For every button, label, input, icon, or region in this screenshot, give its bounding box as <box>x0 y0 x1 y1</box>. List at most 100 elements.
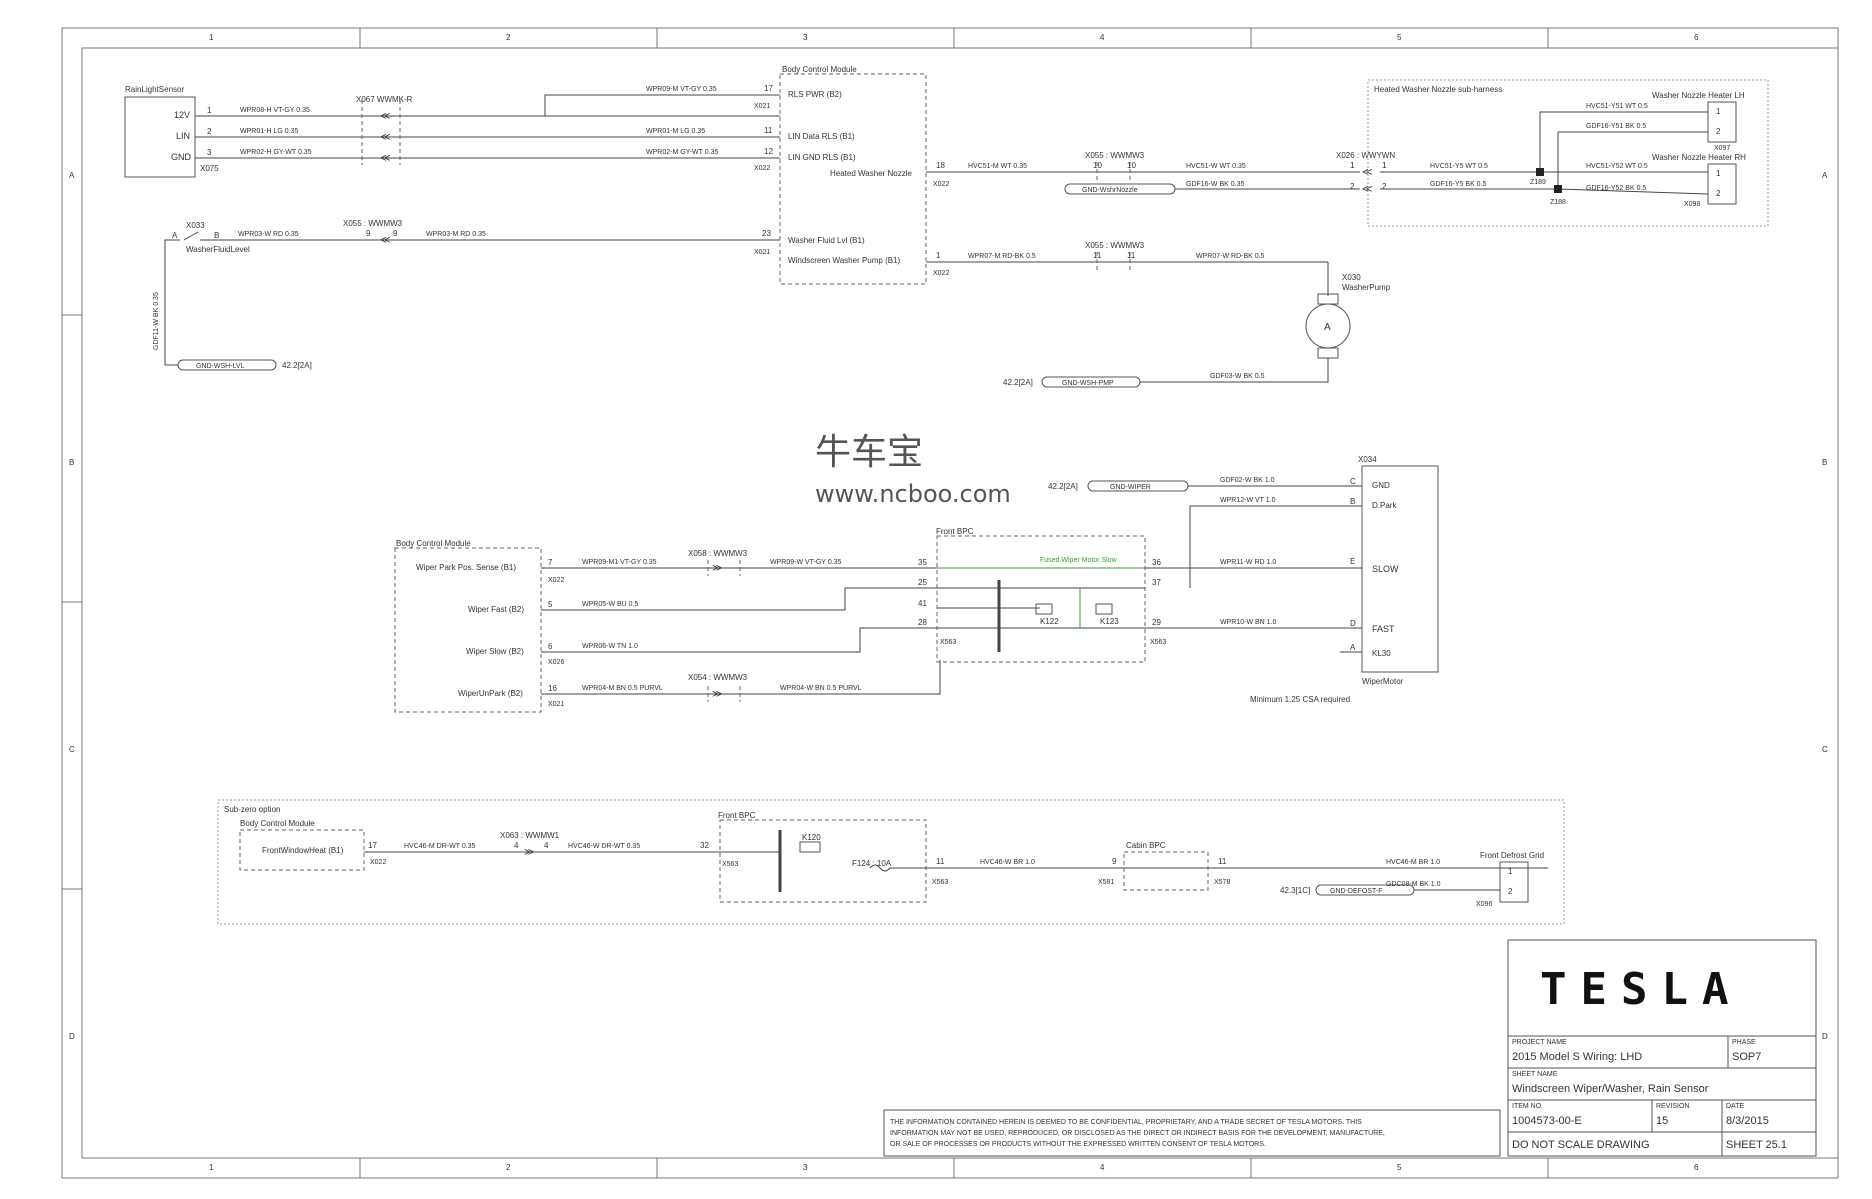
bcm-line: Wiper Park Pos. Sense (B1) <box>416 563 516 572</box>
x067-label: X067 WWMK-R <box>356 95 413 104</box>
pin-num: 4 <box>544 841 549 850</box>
pin-letter: E <box>1350 557 1355 566</box>
bcm-line: FrontWindowHeat (B1) <box>262 846 344 855</box>
pin-num: 1 <box>207 106 212 115</box>
connector-mark: ≪ <box>380 111 390 122</box>
row-label: C <box>69 745 75 754</box>
pin-num: 1 <box>936 251 941 260</box>
col-label: 5 <box>1397 1163 1402 1172</box>
watermark-url: www.ncboo.com <box>815 480 1011 508</box>
bcm-module-top: Body Control Module RLS PWR (B2) LIN Dat… <box>754 65 949 285</box>
wire-label: GDF16-Y52 BK 0.5 <box>1586 185 1646 192</box>
wire-label: GDF03-W BK 0.5 <box>1210 373 1265 380</box>
pin-letter: D <box>1350 619 1356 628</box>
sub-zero-option: Sub-zero option Body Control Module Fron… <box>217 799 1565 925</box>
field-label: PHASE <box>1732 1039 1756 1046</box>
pin-num: 1 <box>1716 107 1721 116</box>
row-label: D <box>69 1032 75 1041</box>
pin-num: 41 <box>918 599 927 608</box>
pin-num: 10 <box>1093 161 1102 170</box>
ground-label: GND-DEFOST-F <box>1330 888 1383 895</box>
subzero-title: Sub-zero option <box>224 805 280 814</box>
col-label: 6 <box>1694 1163 1699 1172</box>
wire-label: HVC46-W DR-WT 0.35 <box>568 843 640 850</box>
heated-washer-subharness: Heated Washer Nozzle sub-harness Washer … <box>1367 79 1769 227</box>
bcm-line: Wiper Fast (B2) <box>468 605 524 614</box>
pin-num: 23 <box>762 229 771 238</box>
wire-label: WPR09-M1 VT-GY 0.35 <box>582 559 657 566</box>
pin-num: 28 <box>918 618 927 627</box>
item-no: 1004573-00-E <box>1512 1115 1582 1127</box>
wire-label: HVC51-Y51 WT 0.5 <box>1586 103 1648 110</box>
heater-lh-label: Washer Nozzle Heater LH <box>1652 91 1745 100</box>
wire-label: GDC08-M BK 1.0 <box>1386 881 1441 888</box>
pin-num: 1 <box>1508 867 1513 876</box>
wire-label: HVC46-W BR 1.0 <box>980 859 1035 866</box>
wire-label: GDF16-W BK 0.35 <box>1186 181 1244 188</box>
bcm-line: RLS PWR (B2) <box>788 90 842 99</box>
conn-label: X063 : WWMW1 <box>500 831 560 840</box>
conn-label: X054 : WWMW3 <box>688 673 748 682</box>
col-label: 1 <box>209 1163 214 1172</box>
conn-label: X581 <box>1098 879 1114 886</box>
wire-label: WPR12-W VT 1.0 <box>1220 497 1276 504</box>
conn-label: X058 : WWMW3 <box>688 549 748 558</box>
conn-label: X055 : WWMW3 <box>1085 151 1145 160</box>
pin-num: 9 <box>1112 857 1117 866</box>
row-label: A <box>69 171 75 180</box>
bcm-line: WiperUnPark (B2) <box>458 689 523 698</box>
bcm-line: Windscreen Washer Pump (B1) <box>788 256 901 265</box>
wire-label: HVC51-Y5 WT 0.5 <box>1430 163 1488 170</box>
bcm-line: LIN Data RLS (B1) <box>788 132 855 141</box>
conn-label: X022 <box>933 270 949 277</box>
pin-num: 37 <box>1152 578 1161 587</box>
field-label: SHEET NAME <box>1512 1071 1558 1078</box>
defrost-grid-title: Front Defrost Grid <box>1480 851 1544 860</box>
bcm-line: Washer Fluid Lvl (B1) <box>788 236 865 245</box>
bcm-line: LIN GND RLS (B1) <box>788 153 856 162</box>
motor-pin: GND <box>1372 481 1390 490</box>
splice-label: Z189 <box>1530 179 1546 186</box>
pin-num: 2 <box>1508 887 1513 896</box>
bcm-line: Wiper Slow (B2) <box>466 647 524 656</box>
bcm-module-wiper: Body Control Module Wiper Park Pos. Sens… <box>394 539 564 713</box>
col-label: 1 <box>209 33 214 42</box>
confidentiality-notice: THE INFORMATION CONTAINED HEREIN IS DEEM… <box>883 1109 1501 1157</box>
conn-label: X022 <box>548 577 564 584</box>
rls-pin-gnd: GND <box>171 152 192 162</box>
bcm-pin: 17 <box>764 84 773 93</box>
wire-label: WPR02-M GY-WT 0.35 <box>646 149 718 156</box>
wire-label: HVC51-M WT 0.35 <box>968 163 1027 170</box>
date: 8/3/2015 <box>1726 1115 1769 1127</box>
do-not-scale: DO NOT SCALE DRAWING <box>1512 1139 1650 1151</box>
fuse-label: F124 : 10A <box>852 859 892 868</box>
conn-label: X022 <box>933 181 949 188</box>
col-label: 2 <box>506 33 511 42</box>
motor-pin: KL30 <box>1372 649 1391 658</box>
conn-label: X097 <box>1714 145 1730 152</box>
conn-label: X096 <box>1476 901 1492 908</box>
wire-label: HVC51-Y52 WT 0.5 <box>1586 163 1648 170</box>
front-bpc-title: Front BPC <box>936 527 974 536</box>
revision: 15 <box>1656 1115 1668 1127</box>
row-label: A <box>1822 171 1828 180</box>
ground-label: GND-WSH-LVL <box>196 363 245 370</box>
cabin-bpc-title: Cabin BPC <box>1126 841 1166 850</box>
connector-mark: ≫ <box>712 689 722 700</box>
row-markers: A B C D A B C D <box>62 171 1828 1041</box>
pin-num: 10 <box>1127 161 1136 170</box>
conn-label: X563 <box>940 639 956 646</box>
pin-num: 2 <box>1382 182 1387 191</box>
pin-num: 18 <box>936 161 945 170</box>
pin-num: 1 <box>1716 169 1721 178</box>
csa-note: Minimum 1.25 CSA required <box>1250 695 1350 704</box>
ground-label: GND-WSH-PMP <box>1062 380 1114 387</box>
wire-label: WPR06-W TN 1.0 <box>582 643 638 650</box>
bcm-title: Body Control Module <box>240 819 315 828</box>
fluid-level-label: WasherFluidLevel <box>186 245 250 254</box>
field-label: ITEM NO. <box>1512 1103 1543 1110</box>
notice-line: INFORMATION MAY NOT BE USED, REPRODUCED,… <box>890 1130 1385 1137</box>
ground-label: GND-WshrNozzle <box>1082 187 1138 194</box>
col-label: 4 <box>1100 1163 1105 1172</box>
